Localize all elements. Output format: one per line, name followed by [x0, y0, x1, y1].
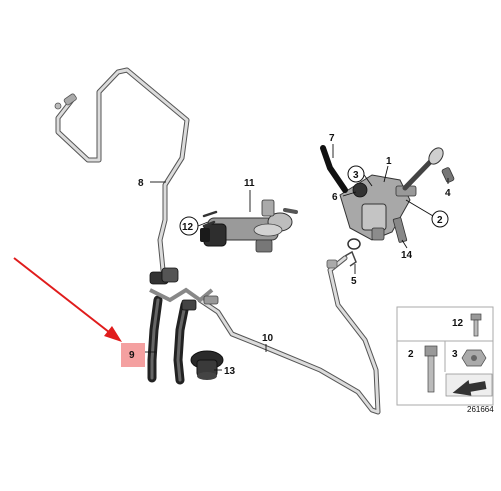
part-14: [392, 217, 408, 243]
part-4: [441, 167, 455, 183]
callout-5: 5: [351, 276, 357, 287]
assembly-1: [339, 147, 444, 241]
callout-7: 7: [329, 133, 335, 144]
leader-lines: [145, 144, 449, 371]
part-5: [344, 238, 361, 267]
callouts: 8 11 12 10 13 7 3 6 1 2 4 5 14 9: [121, 133, 451, 377]
red-arrow: [13, 257, 122, 342]
screw-12-parts: [202, 210, 218, 228]
callout-2: 2: [437, 215, 443, 226]
pipe-10: [197, 255, 381, 415]
callout-10: 10: [262, 333, 274, 344]
callout-6: 6: [332, 192, 338, 203]
callout-11: 11: [244, 178, 255, 189]
hose-9: [147, 267, 219, 385]
callout-1: 1: [386, 156, 392, 167]
callout-3: 3: [353, 170, 359, 181]
diagram-id: 261664: [467, 405, 494, 414]
callout-13: 13: [224, 366, 236, 377]
legend-3: 3: [452, 349, 458, 360]
legend-2: 2: [408, 349, 414, 360]
callout-9: 9: [129, 350, 135, 361]
fastener-legend: 12 2 3 261664: [396, 306, 494, 414]
callout-2-circle: [431, 210, 449, 228]
hose-7: [320, 145, 348, 193]
callout-14: 14: [401, 250, 413, 261]
callout-12: 12: [182, 222, 194, 233]
callout-12-circle: [179, 216, 199, 236]
grommet-13: [190, 350, 224, 380]
callout-8: 8: [138, 178, 144, 189]
master-cylinder-11: [200, 199, 298, 253]
legend-12: 12: [452, 318, 464, 329]
callout-9-highlight: [121, 343, 145, 367]
callout-3-circle: [347, 165, 365, 183]
pipe-8: [54, 67, 190, 273]
callout-4: 4: [445, 188, 451, 199]
